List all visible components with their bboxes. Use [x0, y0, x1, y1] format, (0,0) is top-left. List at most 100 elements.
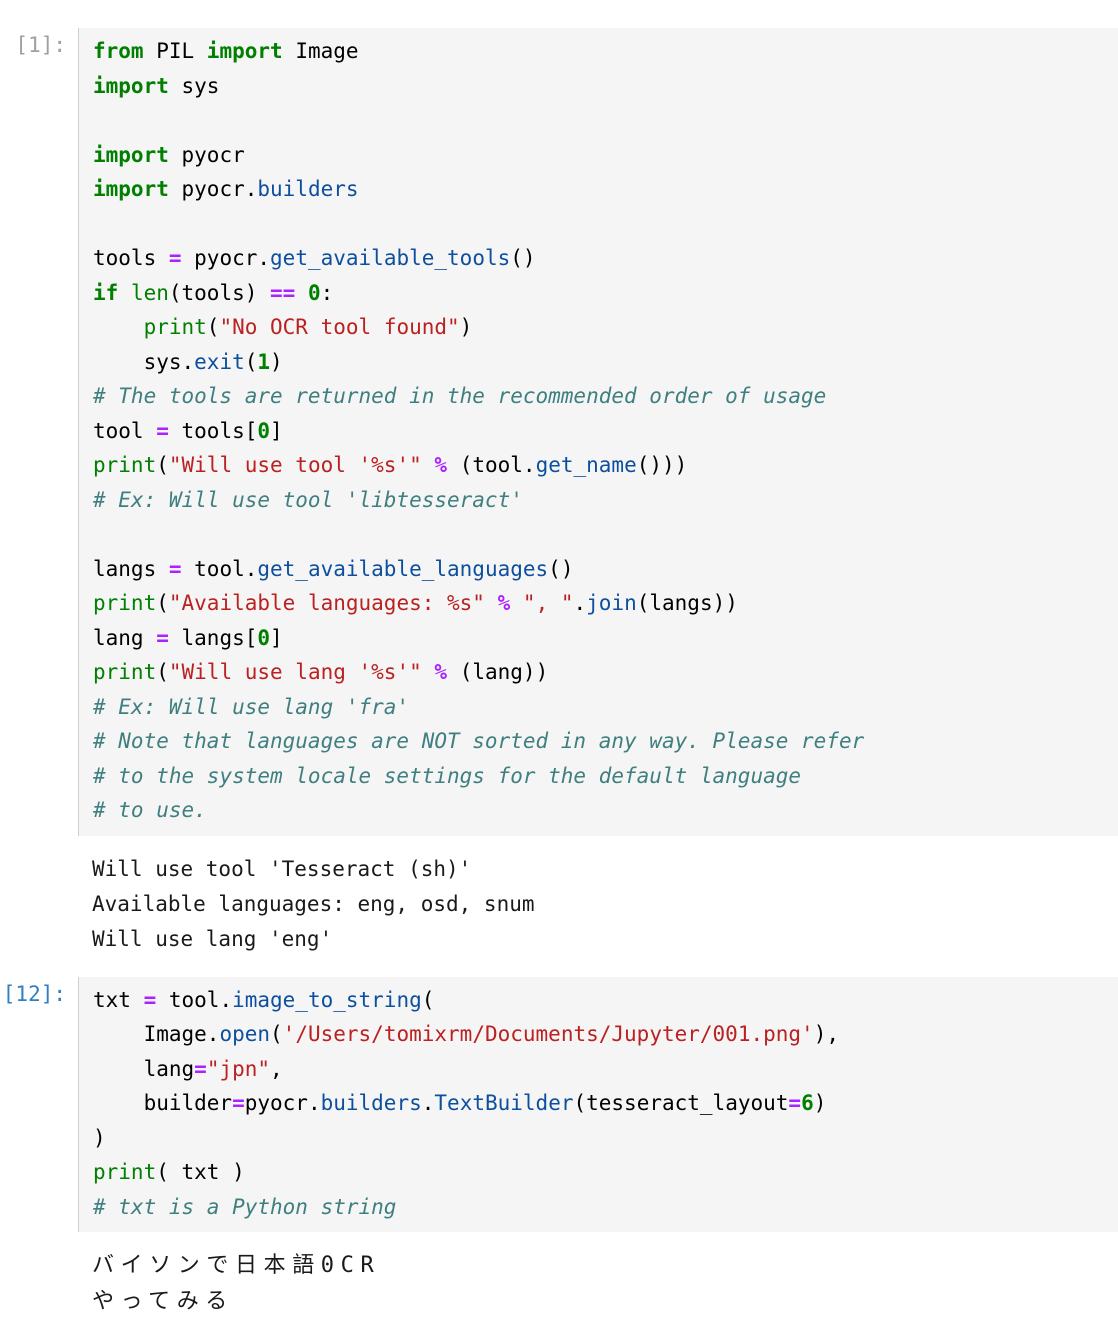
code-token: print	[93, 591, 157, 615]
code-token: # to use.	[93, 798, 207, 822]
code-token: (lang))	[447, 660, 549, 684]
code-line: tool = tools[0]	[93, 414, 1118, 449]
code-editor[interactable]: txt = tool.image_to_string( Image.open('…	[78, 976, 1118, 1232]
code-token: get_available_languages	[257, 556, 549, 581]
code-token: (	[244, 349, 258, 374]
code-token: pyocr.	[181, 246, 271, 270]
cell-output: バイソンで日本語0CR やってみる	[0, 1242, 1118, 1326]
code-token: ()))	[636, 453, 688, 477]
code-token: (	[156, 660, 169, 684]
code-token: exit	[194, 349, 245, 374]
code-token: (tools)	[168, 280, 271, 305]
code-token: import	[93, 177, 182, 201]
code-token: open	[219, 1022, 271, 1046]
code-token: =	[156, 625, 169, 650]
code-line: Image.open('/Users/tomixrm/Documents/Jup…	[93, 1017, 1118, 1052]
code-line: builder=pyocr.builders.TextBuilder(tesse…	[93, 1086, 1118, 1121]
code-token: 6	[801, 1091, 814, 1115]
stdout-text: Will use tool 'Tesseract (sh)' Available …	[92, 852, 1118, 957]
code-token: tools[	[168, 418, 258, 443]
code-cell: [12]:txt = tool.image_to_string( Image.o…	[0, 976, 1118, 1232]
code-token: 0	[257, 625, 271, 650]
code-token: get_name	[535, 453, 637, 477]
code-token: # Note that languages are NOT sorted in …	[93, 729, 865, 753]
code-token: pyocr	[181, 142, 245, 167]
code-token: "No OCR tool found"	[219, 315, 460, 339]
code-token: # to the system locale settings for the …	[93, 763, 802, 788]
code-line: print( txt )	[93, 1155, 1118, 1190]
code-token	[485, 591, 498, 615]
code-line: # Note that languages are NOT sorted in …	[93, 724, 1118, 759]
code-token	[93, 315, 144, 339]
code-line: print("Will use tool '%s'" % (tool.get_n…	[93, 448, 1118, 483]
code-token: =	[788, 1091, 802, 1115]
code-token: %	[434, 453, 448, 477]
code-line: print("Will use lang '%s'" % (lang))	[93, 655, 1118, 690]
code-token: import	[93, 142, 182, 167]
code-token: # txt is a Python string	[93, 1194, 397, 1219]
code-token: tool	[93, 418, 157, 443]
code-line: langs = tool.get_available_languages()	[93, 552, 1118, 587]
stdout-line: Available languages: eng, osd, snum	[92, 891, 535, 916]
code-token: lang	[93, 1056, 195, 1081]
code-token: (tesseract_layout	[573, 1091, 789, 1115]
code-line	[93, 517, 1118, 552]
code-token: %	[497, 591, 511, 615]
code-token: TextBuilder	[434, 1091, 574, 1115]
code-token: (langs))	[636, 591, 738, 615]
code-token: sys.	[93, 349, 195, 374]
code-token: =	[168, 246, 182, 270]
stdout-line: Will use tool 'Tesseract (sh)'	[92, 856, 472, 881]
code-token: sys	[181, 73, 220, 98]
code-token: import	[206, 39, 296, 63]
code-token: pyocr.	[181, 177, 258, 201]
code-token: builders	[257, 177, 359, 201]
code-token: # Ex: Will use lang 'fra'	[93, 694, 410, 719]
cell-gap	[0, 1326, 1118, 1340]
code-line	[93, 207, 1118, 242]
code-line: import sys	[93, 69, 1118, 104]
cell-gap	[0, 1232, 1118, 1242]
code-token	[422, 453, 435, 477]
code-token: txt	[93, 987, 144, 1012]
code-token: print	[143, 315, 207, 339]
code-line: )	[93, 1121, 1118, 1156]
code-line: print("Available languages: %s" % ", ".j…	[93, 586, 1118, 621]
code-token: (	[421, 987, 435, 1012]
code-line: tools = pyocr.get_available_tools()	[93, 241, 1118, 276]
stdout-text: バイソンで日本語0CR やってみる	[92, 1248, 1118, 1320]
code-token: ()	[548, 556, 574, 581]
code-token: Image.	[93, 1022, 220, 1046]
code-token: ==	[270, 280, 296, 305]
code-token: 0	[307, 280, 321, 305]
output-stream: Will use tool 'Tesseract (sh)' Available …	[78, 845, 1118, 963]
code-token: lang	[93, 625, 157, 650]
code-line	[93, 103, 1118, 138]
code-token: (	[156, 453, 169, 477]
code-token: # Ex: Will use tool 'libtesseract'	[93, 487, 523, 512]
code-token: from	[93, 39, 157, 63]
cell-prompt-input[interactable]: [1]:	[15, 33, 66, 57]
code-token: langs	[93, 556, 169, 581]
code-token: "Available languages: %s"	[168, 591, 485, 615]
code-token	[510, 591, 523, 615]
code-token: (tool.	[447, 453, 536, 477]
stdout-line: Will use lang 'eng'	[92, 926, 333, 951]
code-token: ]	[270, 625, 283, 650]
stdout-line: バイソンで日本語0CR	[92, 1253, 381, 1278]
stdout-line: やってみる	[92, 1289, 234, 1314]
code-token: 0	[257, 418, 271, 443]
code-token: (	[206, 315, 220, 339]
code-token: image_to_string	[232, 987, 422, 1012]
code-token: get_available_tools	[270, 246, 511, 270]
cell-gap	[0, 963, 1118, 977]
code-token: )	[93, 1125, 106, 1150]
code-token: pyocr.	[244, 1091, 321, 1115]
cell-prompt-input[interactable]: [12]:	[2, 981, 66, 1006]
code-token: ),	[813, 1022, 839, 1046]
code-token: .	[421, 1091, 435, 1115]
